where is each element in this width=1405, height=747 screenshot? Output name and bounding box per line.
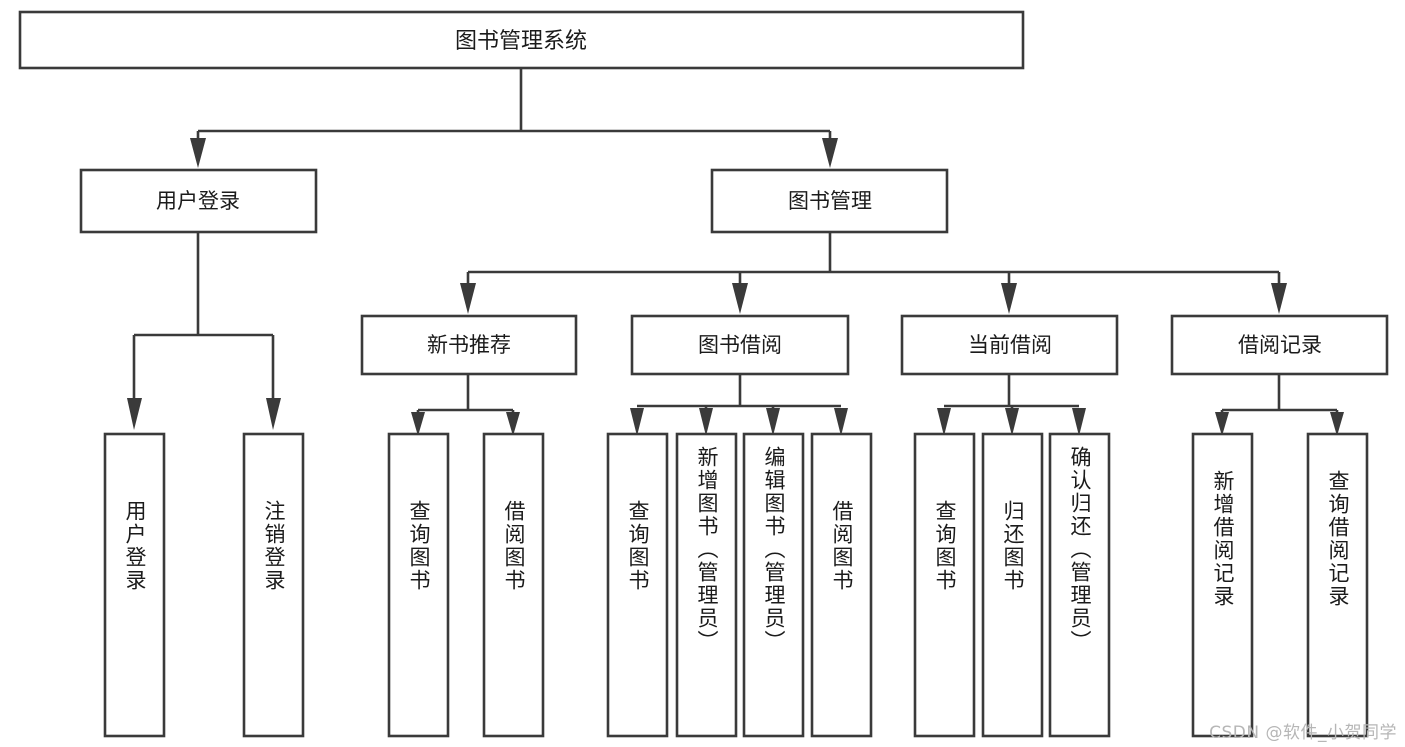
arrow-head-leaf-borrow-book-1 [506, 412, 520, 436]
node-book-manage-box[interactable] [710, 168, 949, 234]
leaf-user-logout-box[interactable] [242, 432, 305, 738]
node-root-label: 图书管理系统 [455, 29, 587, 54]
node-new-book-recommend[interactable]: 新书推荐 [360, 314, 578, 376]
leaf-group-borrow-record [1191, 432, 1369, 738]
arrow-head-new-book-recommend [460, 283, 476, 314]
leaf-add-record-box[interactable] [1191, 432, 1254, 738]
leaf-add-book-box[interactable] [675, 432, 738, 738]
node-borrow-record-box[interactable] [1170, 314, 1389, 376]
arrow-head-current-borrow [1001, 283, 1017, 314]
node-borrow-record[interactable]: 借阅记录 [1170, 314, 1389, 376]
leaf-return-book-box[interactable] [981, 432, 1044, 738]
arrow-head-leaf-query-record [1330, 412, 1344, 436]
connector-group-root [190, 68, 838, 168]
node-root[interactable]: 图书管理系统 [18, 10, 1025, 70]
leaf-group-current-borrow [913, 432, 1111, 738]
leaf-query-record-box[interactable] [1306, 432, 1369, 738]
leaf-group-new-book-recommend [387, 432, 545, 738]
connector-group-book-borrow [630, 374, 848, 436]
node-new-book-recommend-label: 新书推荐 [427, 333, 511, 357]
leaf-user-login-box[interactable] [103, 432, 166, 738]
node-root-box[interactable] [18, 10, 1025, 70]
leaf-query-book-3-box[interactable] [913, 432, 976, 738]
node-current-borrow[interactable]: 当前借阅 [900, 314, 1119, 376]
arrow-head-leaf-borrow-book-2 [834, 408, 848, 436]
arrow-head-leaf-add-book [699, 408, 713, 436]
node-user-login-box[interactable] [79, 168, 318, 234]
arrow-head-leaf-edit-book [766, 408, 780, 436]
leaf-borrow-book-2-box[interactable] [810, 432, 873, 738]
leaf-query-book-1-box[interactable] [387, 432, 450, 738]
arrow-head-user-login [190, 138, 206, 168]
node-borrow-record-label: 借阅记录 [1238, 333, 1322, 357]
node-user-login-label: 用户登录 [156, 189, 240, 213]
leaf-group-book-borrow [606, 432, 873, 738]
arrow-head-book-manage [822, 138, 838, 168]
arrow-head-borrow-record [1271, 283, 1287, 314]
arrow-head-leaf-query-book-2 [630, 408, 644, 436]
leaf-edit-book-box[interactable] [742, 432, 805, 738]
connector-group-new-book-recommend [411, 374, 520, 436]
leaf-query-book-2-box[interactable] [606, 432, 669, 738]
node-book-manage-label: 图书管理 [788, 189, 872, 213]
arrow-head-leaf-add-record [1215, 412, 1229, 436]
connector-group-current-borrow [937, 374, 1086, 436]
node-book-borrow[interactable]: 图书借阅 [630, 314, 850, 376]
node-book-borrow-box[interactable] [630, 314, 850, 376]
node-book-borrow-label: 图书借阅 [698, 333, 782, 357]
arrow-head-leaf-query-book-3 [937, 408, 951, 436]
arrow-head-book-borrow [732, 283, 748, 314]
arrow-head-leaf-return-book [1005, 408, 1019, 436]
arrow-head-leaf-user-login [127, 398, 142, 430]
connector-group-borrow-record [1215, 374, 1344, 436]
arrow-head-leaf-confirm-return [1072, 408, 1086, 436]
watermark-text: CSDN @软件_小贺同学 [1209, 723, 1397, 743]
node-current-borrow-label: 当前借阅 [968, 333, 1052, 357]
arrow-head-leaf-query-book-1 [411, 412, 425, 436]
leaf-borrow-book-1-box[interactable] [482, 432, 545, 738]
node-current-borrow-box[interactable] [900, 314, 1119, 376]
leaf-group-user-login [103, 432, 305, 738]
node-new-book-recommend-box[interactable] [360, 314, 578, 376]
node-book-manage[interactable]: 图书管理 [710, 168, 949, 234]
arrow-head-leaf-user-logout [266, 398, 281, 430]
connector-group-user-login [127, 232, 281, 430]
connector-group-book-manage [460, 232, 1287, 314]
leaf-confirm-return-box[interactable] [1048, 432, 1111, 738]
node-user-login[interactable]: 用户登录 [79, 168, 318, 234]
